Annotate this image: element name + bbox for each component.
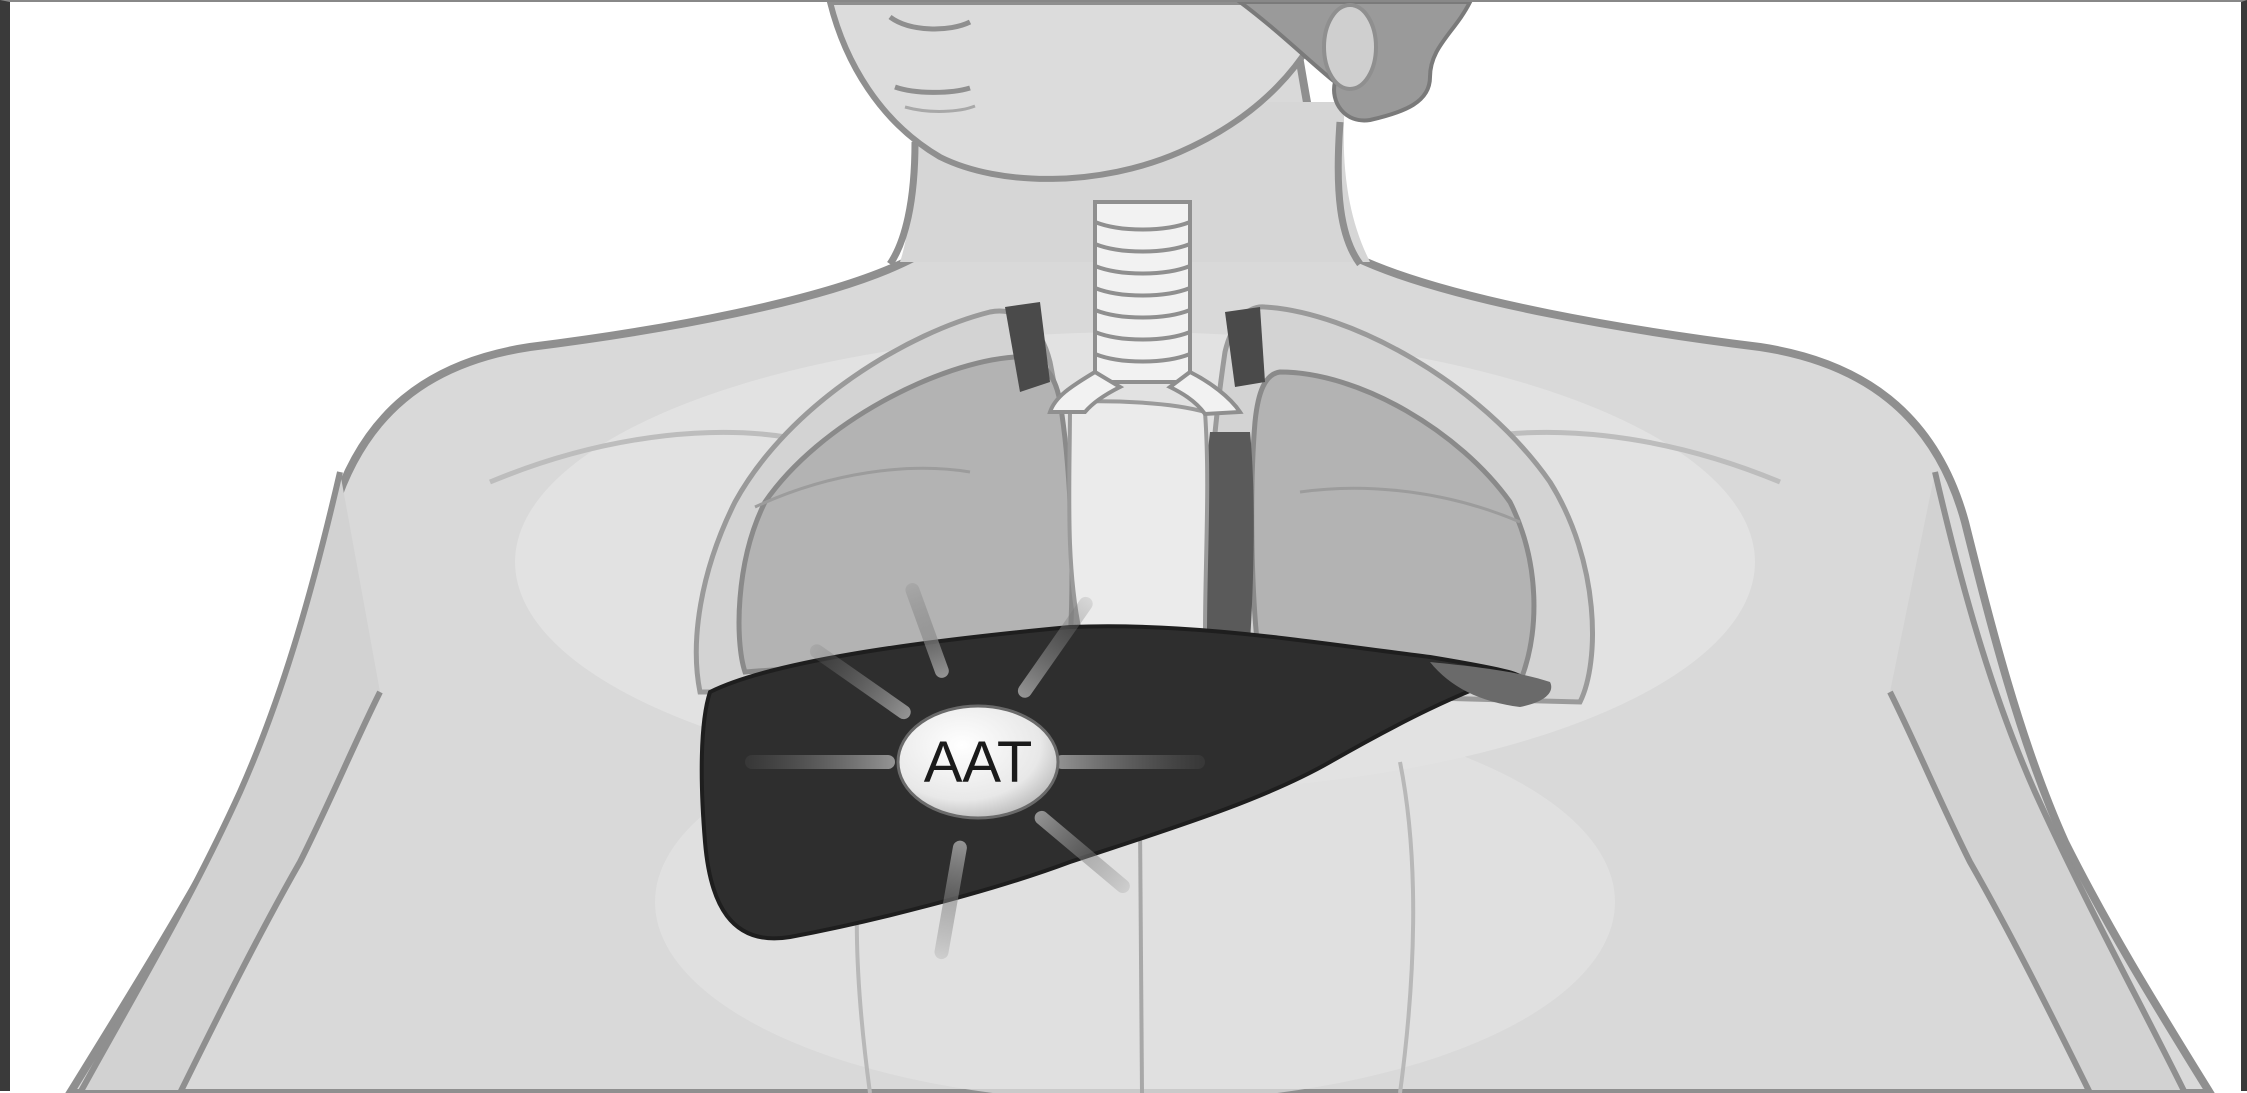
ear xyxy=(1324,5,1376,89)
anatomy-illustration: AAT xyxy=(10,2,2247,1093)
midline xyxy=(1140,822,1142,1093)
aat-label: AAT xyxy=(924,730,1033,795)
aat-badge: AAT xyxy=(898,706,1058,818)
ray-left xyxy=(745,755,895,769)
ray-right xyxy=(1055,755,1205,769)
